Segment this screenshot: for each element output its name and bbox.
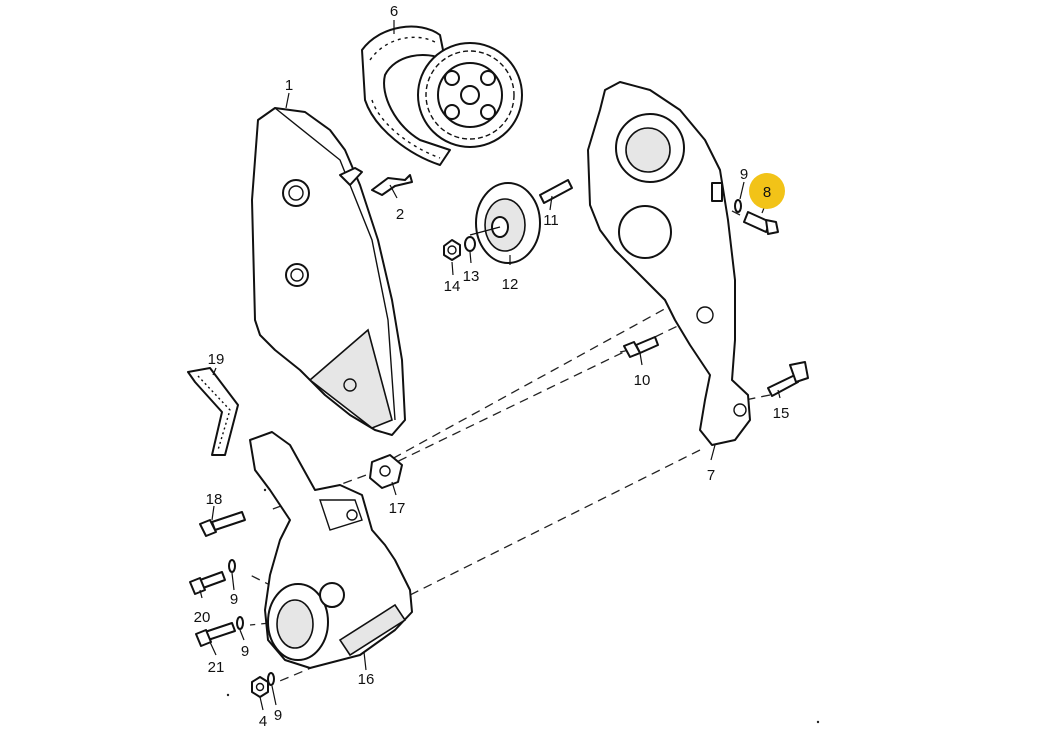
bolt-20 xyxy=(189,571,226,595)
callout-17: 17 xyxy=(389,500,406,517)
bolt-10 xyxy=(623,336,659,358)
timing-belt-cover-lower xyxy=(249,431,413,669)
callout-12: 12 xyxy=(502,276,519,293)
leader-lines xyxy=(199,20,781,711)
bolt-18 xyxy=(199,511,246,537)
callout-9-a: 9 xyxy=(230,591,238,608)
callout-7: 7 xyxy=(707,467,715,484)
hex-nut xyxy=(443,239,461,261)
callout-10: 10 xyxy=(634,372,651,389)
washer-9-b xyxy=(236,616,244,630)
callout-9-top: 9 xyxy=(740,166,748,183)
rubber-grommet xyxy=(369,454,403,489)
toothed-belt xyxy=(361,25,451,166)
callout-16: 16 xyxy=(358,671,375,688)
bolt-21 xyxy=(195,622,236,647)
camshaft-sprocket xyxy=(417,42,523,148)
highlight-marker xyxy=(749,173,785,209)
callout-14: 14 xyxy=(444,278,461,295)
callout-18: 18 xyxy=(206,491,223,508)
timing-belt-cover-rear xyxy=(587,81,751,446)
washer-9-a xyxy=(228,559,236,573)
washer xyxy=(464,236,476,252)
stud-bolt xyxy=(539,179,573,204)
callout-19: 19 xyxy=(208,351,225,368)
callout-1: 1 xyxy=(285,77,293,94)
callout-20: 20 xyxy=(194,609,211,626)
callout-6: 6 xyxy=(390,3,398,20)
callout-15: 15 xyxy=(773,405,790,422)
callout-9-b: 9 xyxy=(241,643,249,660)
washer-9-c xyxy=(267,672,275,686)
callout-9-c: 9 xyxy=(274,707,282,724)
callout-8: 8 xyxy=(763,184,771,201)
bolt-8 xyxy=(743,211,779,235)
callout-4: 4 xyxy=(259,713,267,730)
nut-4 xyxy=(251,676,269,698)
callout-2: 2 xyxy=(396,206,404,223)
callout-13: 13 xyxy=(463,268,480,285)
washer-9-top xyxy=(734,199,742,213)
tensioner-roller xyxy=(469,182,541,264)
bolt-15 xyxy=(767,361,809,397)
seal-strip xyxy=(187,367,239,456)
timing-belt-cover-upper xyxy=(251,107,406,436)
retaining-clip xyxy=(339,167,413,196)
callout-21: 21 xyxy=(208,659,225,676)
callout-labels: 1 6 2 11 12 13 14 9 8 10 15 7 19 18 17 2… xyxy=(194,3,790,730)
callout-11: 11 xyxy=(543,212,559,229)
